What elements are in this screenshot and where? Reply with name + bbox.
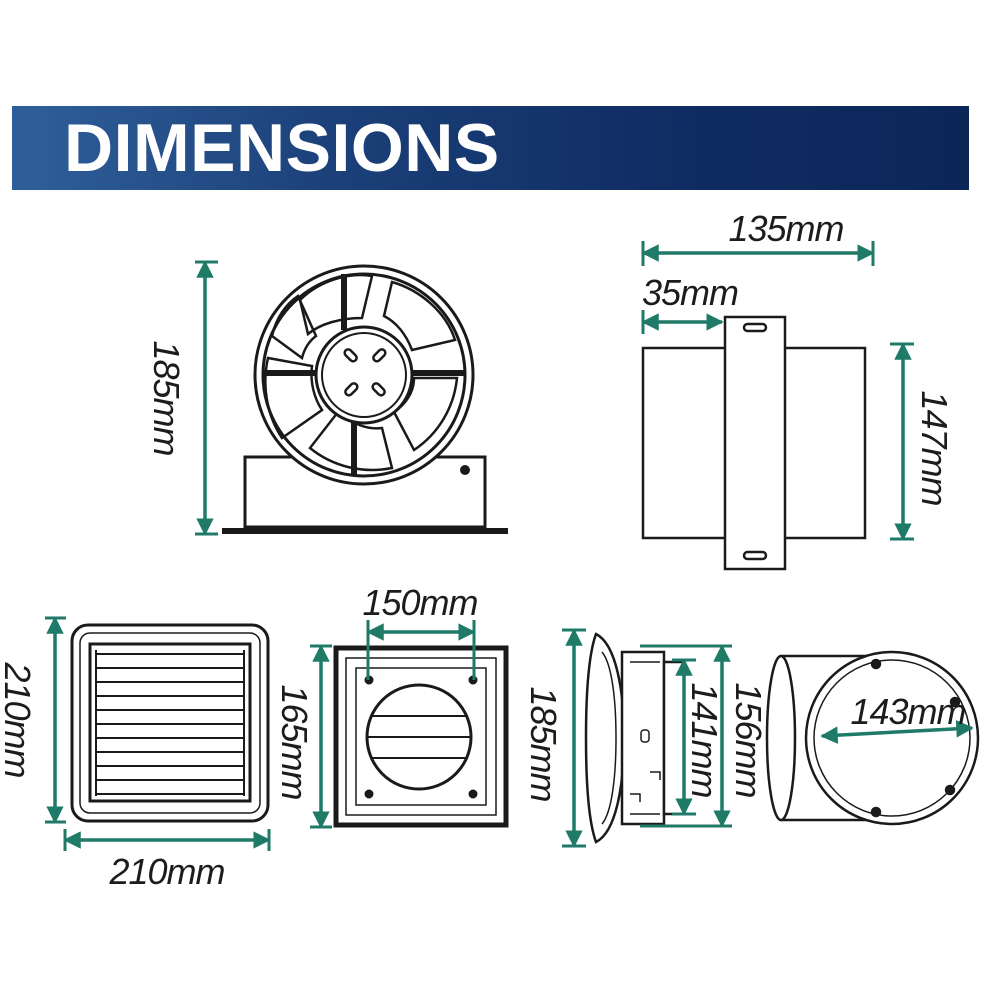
page-title: DIMENSIONS	[64, 110, 500, 186]
grille-width-dimension: 210mm	[63, 829, 271, 892]
mount-flange-label: 156mm	[728, 682, 769, 797]
mount-flange-dimension: 156mm	[640, 644, 769, 828]
mount-outer-dimension: 185mm	[523, 628, 586, 848]
mount-outer-label: 185mm	[523, 686, 564, 801]
grille-height-dimension: 210mm	[0, 616, 66, 824]
vent-cover-height-dimension: 165mm	[274, 644, 332, 829]
fan-side-view	[641, 315, 867, 571]
vent-cover-width-label: 150mm	[362, 582, 477, 623]
duct-adapter-diameter-dimension: 143mm	[820, 691, 974, 744]
fan-side-height-dimension: 147mm	[890, 342, 955, 541]
duct-adapter-diameter-label: 143mm	[850, 691, 965, 732]
fan-side-length-dimension: 135mm	[641, 208, 875, 266]
vent-cover-width-dimension: 150mm	[362, 582, 479, 680]
duct-adapter-view	[765, 650, 980, 826]
header-banner: DIMENSIONS	[12, 106, 969, 190]
grille-height-label: 210mm	[0, 661, 38, 777]
fan-side-offset-label: 35mm	[642, 272, 738, 313]
fan-side-offset-dimension: 35mm	[641, 272, 739, 334]
fan-front-height-label: 185mm	[146, 340, 187, 455]
grille-view	[70, 623, 270, 823]
vent-cover-view	[333, 645, 509, 828]
fan-side-height-label: 147mm	[914, 390, 955, 505]
fan-front-view	[222, 264, 508, 534]
fan-side-length-label: 135mm	[728, 208, 843, 249]
grille-width-label: 210mm	[108, 851, 224, 892]
fan-front-height-dimension: 185mm	[146, 260, 218, 536]
vent-cover-height-label: 165mm	[274, 684, 315, 799]
mount-side-view	[584, 632, 686, 844]
mount-inner-label: 141mm	[684, 682, 725, 797]
